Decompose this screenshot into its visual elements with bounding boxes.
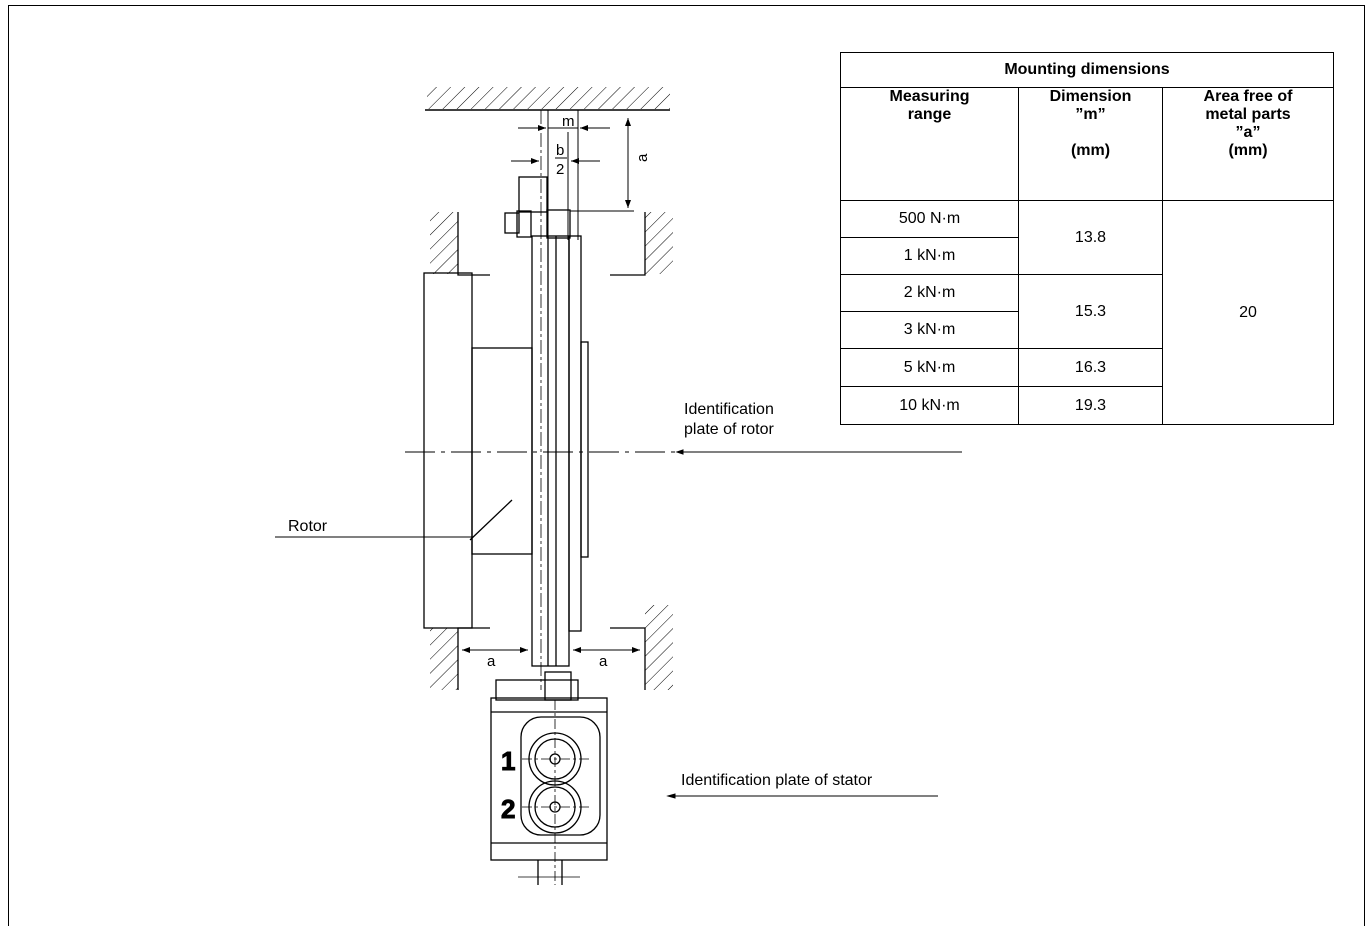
range-cell: 5 kN·m xyxy=(840,348,1019,387)
rotor-plate-label-line2: plate of rotor xyxy=(684,421,774,438)
side-walls xyxy=(430,212,673,690)
dim-m-cell: 13.8 xyxy=(1018,200,1163,275)
table-row: 2 kN·m 15.3 xyxy=(840,274,1334,349)
rotor-body xyxy=(423,235,589,667)
dim-b-label: b xyxy=(556,142,564,159)
stator-body xyxy=(490,671,608,885)
top-wall xyxy=(425,87,670,111)
connector-1-label: 1 xyxy=(501,746,515,776)
dim-m-cell: 19.3 xyxy=(1018,386,1163,425)
range-cell: 3 kN·m xyxy=(840,311,1019,349)
table-title: Mounting dimensions xyxy=(840,52,1334,88)
table-row: 5 kN·m 16.3 xyxy=(840,348,1334,387)
mounting-dimensions-table: Mounting dimensions Measuring range Dime… xyxy=(840,52,1334,425)
range-cell: 1 kN·m xyxy=(840,237,1019,275)
dim-m-cell: 15.3 xyxy=(1018,274,1163,349)
range-cell: 2 kN·m xyxy=(840,274,1019,312)
area-a-cell: 20 xyxy=(1162,200,1334,425)
table-row: 1 kN·m xyxy=(840,237,1334,275)
leader-lines xyxy=(275,449,962,799)
dim-m-label: m xyxy=(562,113,575,130)
dim-a-top-label: a xyxy=(634,153,651,162)
dim-two-label: 2 xyxy=(556,161,564,178)
dim-a-left-label: a xyxy=(487,653,496,670)
header-area-free: Area free of metal parts ”a” (mm) xyxy=(1162,87,1334,201)
connector-2-label: 2 xyxy=(501,794,515,824)
header-measuring-range: Measuring range xyxy=(840,87,1019,201)
rotor-plate-label-line1: Identification xyxy=(684,401,774,418)
range-cell: 10 kN·m xyxy=(840,386,1019,425)
top-dimensions xyxy=(511,110,634,240)
table-row: 500 N·m 13.8 20 xyxy=(840,200,1334,425)
drawing-frame xyxy=(8,5,1365,926)
mounting-drawing: m b 2 a a a 1 xyxy=(275,87,962,885)
range-cell: 500 N·m xyxy=(840,200,1019,238)
rotor-label: Rotor xyxy=(288,518,328,535)
header-dimension-m: Dimension ”m” (mm) xyxy=(1018,87,1163,201)
table-row: 3 kN·m xyxy=(840,311,1334,349)
stator-plate-label: Identification plate of stator xyxy=(681,772,873,789)
table-row: 10 kN·m 19.3 xyxy=(840,386,1334,425)
top-mount xyxy=(504,110,571,690)
dim-a-right-label: a xyxy=(599,653,608,670)
dim-m-cell: 16.3 xyxy=(1018,348,1163,387)
